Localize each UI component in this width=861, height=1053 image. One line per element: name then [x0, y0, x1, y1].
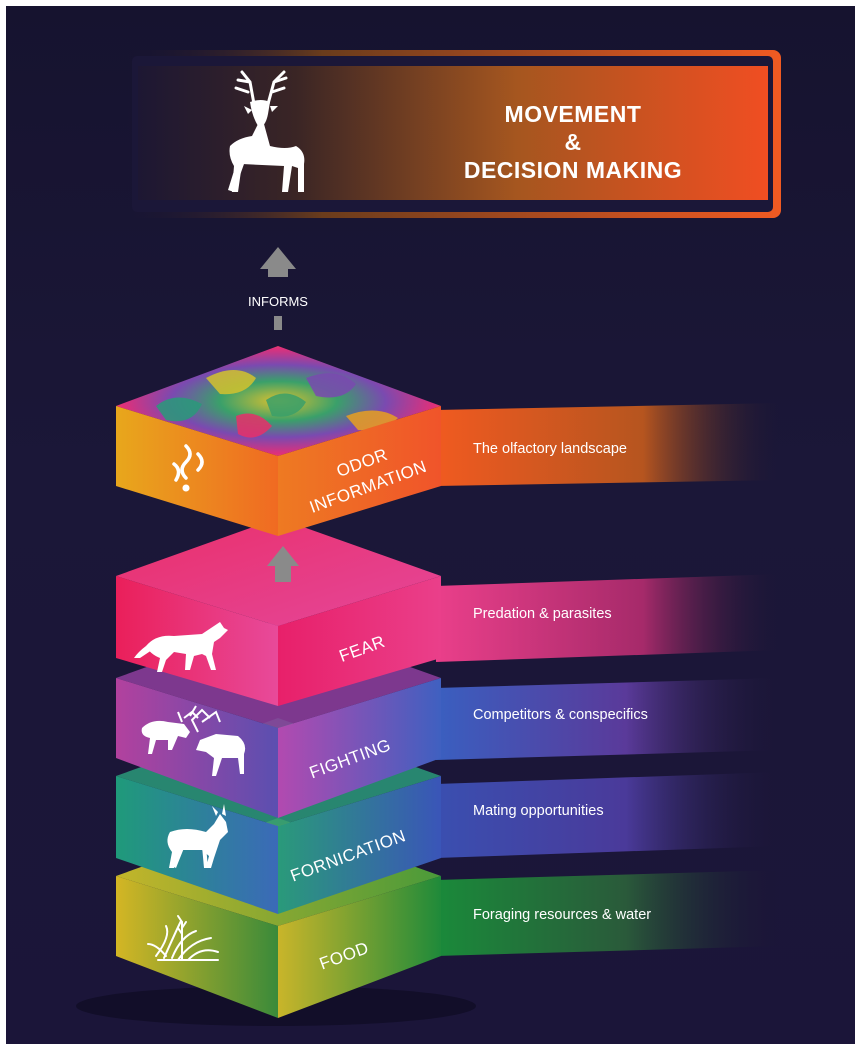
odor-icon — [172, 444, 204, 492]
odor-landscape — [156, 370, 398, 438]
arrow-up-icon-inner — [267, 546, 299, 582]
coyote-icon — [134, 622, 228, 672]
ribbon-fear — [436, 574, 781, 662]
doe-icon — [167, 804, 228, 868]
grass-icon — [147, 915, 219, 961]
layer-fighting: FIGHTING — [116, 620, 441, 818]
ribbons — [436, 403, 781, 956]
desc-odor: The olfactory landscape — [473, 441, 627, 457]
desc-food: Foraging resources & water — [473, 907, 651, 923]
header-banner: MOVEMENT & DECISION MAKING — [126, 50, 781, 218]
fear-right-face — [278, 576, 441, 706]
header-title-line1: MOVEMENT — [505, 101, 642, 127]
arrow-up-icon — [260, 247, 296, 277]
layer-odor: ODOR INFORMATION — [116, 346, 441, 536]
informs-label: INFORMS — [248, 294, 308, 309]
fighting-elk-icon — [141, 705, 246, 776]
arrow-stem — [274, 316, 282, 330]
ribbon-fornication — [436, 772, 781, 858]
header-title-line2: & — [564, 129, 581, 155]
ribbon-fighting — [436, 678, 781, 760]
desc-fornication: Mating opportunities — [473, 803, 604, 819]
header-fill — [138, 66, 768, 200]
odor-right-face — [278, 406, 441, 536]
food-left-face — [116, 876, 278, 1018]
ribbon-food — [436, 870, 781, 956]
informs-arrow: INFORMS — [248, 247, 308, 330]
desc-fighting: Competitors & conspecifics — [473, 707, 648, 723]
desc-fear: Predation & parasites — [473, 606, 612, 622]
fornication-right-face — [278, 776, 441, 914]
food-right-face — [278, 876, 441, 1018]
ribbon-odor — [436, 403, 781, 486]
fighting-right-face — [278, 678, 441, 818]
header-title-line3: DECISION MAKING — [464, 157, 682, 183]
deer-icon — [228, 70, 305, 192]
diagram-canvas: MOVEMENT & DECISION MAKING INFORMS The o… — [6, 6, 855, 1044]
diagram-svg: MOVEMENT & DECISION MAKING INFORMS The o… — [76, 50, 781, 1026]
